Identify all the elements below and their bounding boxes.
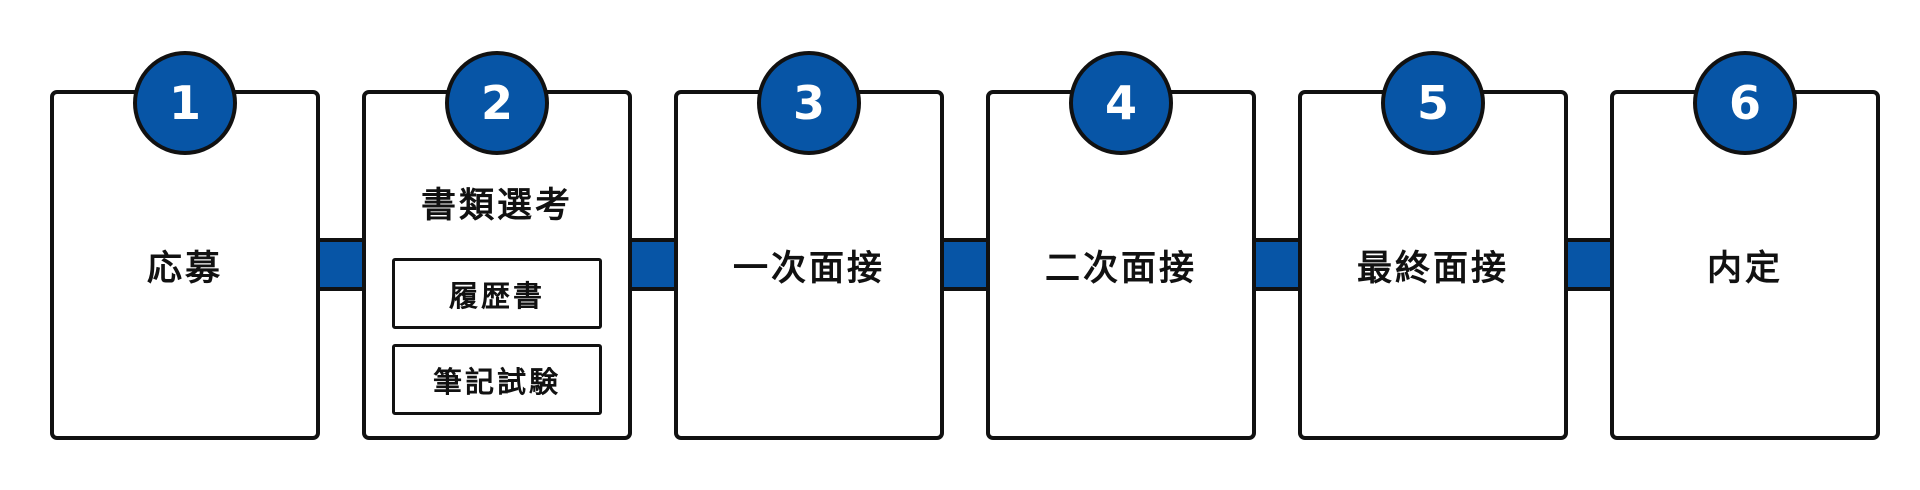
step-card-4: 4 二次面接 [986, 51, 1256, 440]
step-number-badge: 3 [757, 51, 861, 155]
step-card-3: 3 一次面接 [674, 51, 944, 440]
connector-1-2 [318, 238, 366, 291]
step-label: 一次面接 [732, 248, 885, 289]
step-card-6: 6 内定 [1610, 51, 1880, 440]
step-label: 書類選考 [420, 186, 573, 226]
step-label: 内定 [1706, 248, 1783, 289]
step-card-5: 5 最終面接 [1298, 51, 1568, 440]
step-card-1: 1 応募 [50, 51, 320, 440]
connector-3-4 [942, 238, 990, 291]
step-number-badge: 5 [1381, 51, 1485, 155]
step-number-badge: 2 [445, 51, 549, 155]
sub-item-written-test: 筆記試験 [392, 344, 602, 415]
step-card-2: 2 書類選考 履歴書 筆記試験 [362, 51, 632, 440]
sub-item-resume: 履歴書 [392, 258, 602, 329]
step-label: 応募 [146, 248, 223, 289]
connector-2-3 [630, 238, 678, 291]
step-label: 最終面接 [1356, 248, 1509, 289]
step-number-badge: 1 [133, 51, 237, 155]
connector-4-5 [1254, 238, 1302, 291]
step-number-badge: 4 [1069, 51, 1173, 155]
connector-5-6 [1566, 238, 1614, 291]
step-label: 二次面接 [1044, 248, 1197, 289]
step-number-badge: 6 [1693, 51, 1797, 155]
